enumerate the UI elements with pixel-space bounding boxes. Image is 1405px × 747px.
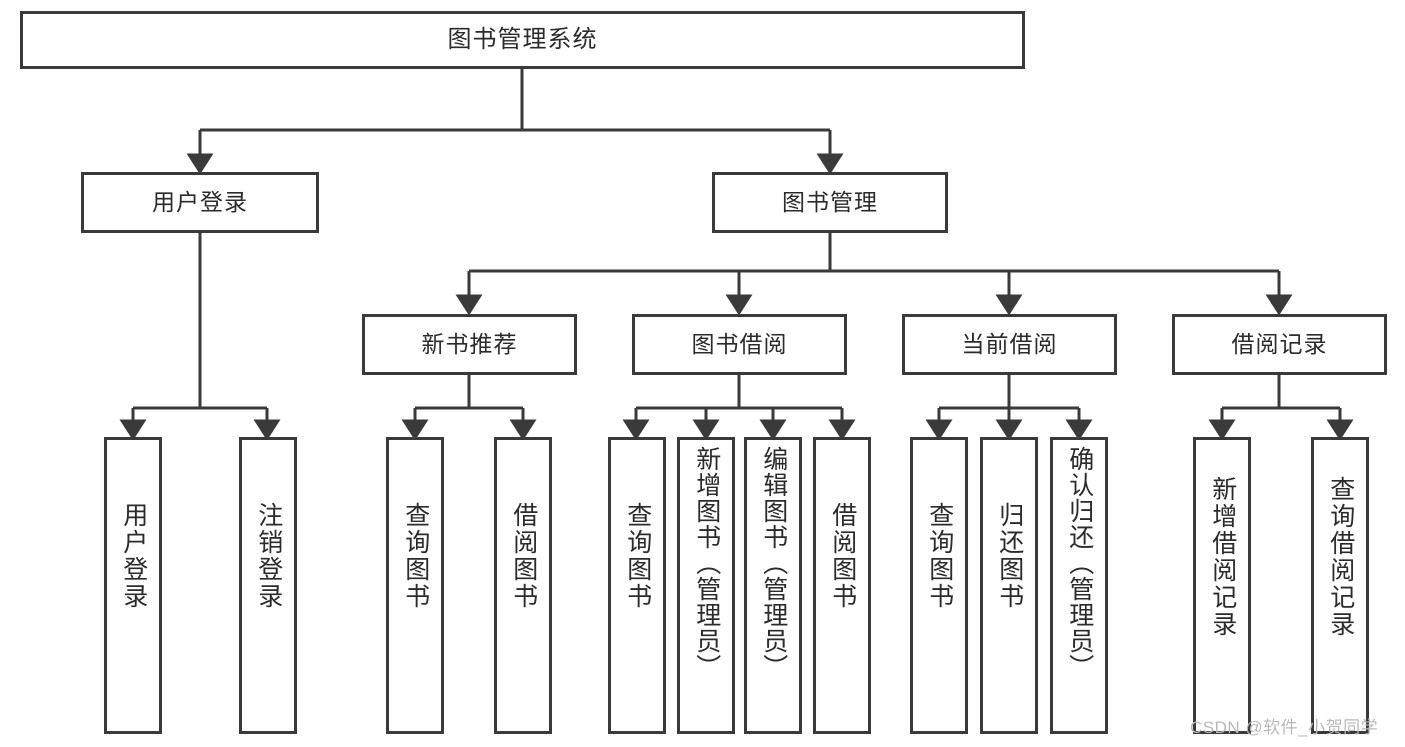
- node-borrow-record[interactable]: 借阅记录: [1172, 314, 1387, 375]
- leaf-current-return-book[interactable]: 归还图书: [980, 437, 1038, 734]
- node-label: 借阅图书: [509, 502, 538, 610]
- node-label: 归还图书: [995, 502, 1024, 610]
- watermark-text: CSDN @软件_小贺同学: [1190, 718, 1379, 737]
- node-label: 查询图书: [925, 502, 954, 610]
- leaf-current-query-book[interactable]: 查询图书: [910, 437, 968, 734]
- node-new-book-recommend[interactable]: 新书推荐: [362, 314, 577, 375]
- leaf-recommend-query-book[interactable]: 查询图书: [386, 437, 444, 734]
- node-book-borrow[interactable]: 图书借阅: [632, 314, 847, 375]
- node-label: 当前借阅: [961, 331, 1058, 358]
- node-root-system[interactable]: 图书管理系统: [20, 11, 1025, 69]
- node-label: 新增借阅记录: [1208, 476, 1237, 638]
- node-label: 编辑图书（管理员）: [759, 446, 788, 680]
- leaf-borrow-query-book[interactable]: 查询图书: [608, 437, 666, 734]
- leaf-record-add-borrow-record[interactable]: 新增借阅记录: [1193, 437, 1251, 734]
- node-current-borrow[interactable]: 当前借阅: [902, 314, 1117, 375]
- node-label: 借阅图书: [828, 502, 857, 610]
- node-label: 借阅记录: [1231, 331, 1328, 358]
- leaf-record-query-borrow-record[interactable]: 查询借阅记录: [1311, 437, 1369, 734]
- leaf-borrow-edit-book-admin[interactable]: 编辑图书（管理员）: [744, 437, 802, 734]
- node-label: 查询借阅记录: [1326, 476, 1355, 638]
- node-label: 新增图书（管理员）: [692, 446, 721, 680]
- leaf-user-login[interactable]: 用户登录: [104, 437, 162, 734]
- node-label: 用户登录: [119, 502, 148, 610]
- node-label: 查询图书: [623, 502, 652, 610]
- node-label: 图书管理: [782, 189, 878, 216]
- node-label: 注销登录: [254, 502, 283, 610]
- leaf-borrow-borrow-book[interactable]: 借阅图书: [813, 437, 871, 734]
- leaf-recommend-borrow-book[interactable]: 借阅图书: [494, 437, 552, 734]
- node-book-management[interactable]: 图书管理: [712, 172, 948, 233]
- leaf-user-logout[interactable]: 注销登录: [239, 437, 297, 734]
- leaf-borrow-add-book-admin[interactable]: 新增图书（管理员）: [677, 437, 735, 734]
- node-label: 用户登录: [152, 189, 248, 216]
- node-label: 图书借阅: [691, 331, 788, 358]
- node-label: 确认归还（管理员）: [1065, 446, 1094, 680]
- node-label: 新书推荐: [421, 331, 518, 358]
- node-label: 查询图书: [401, 502, 430, 610]
- leaf-current-confirm-return-admin[interactable]: 确认归还（管理员）: [1050, 437, 1108, 734]
- node-user-login[interactable]: 用户登录: [81, 172, 319, 233]
- node-label: 图书管理系统: [447, 26, 598, 54]
